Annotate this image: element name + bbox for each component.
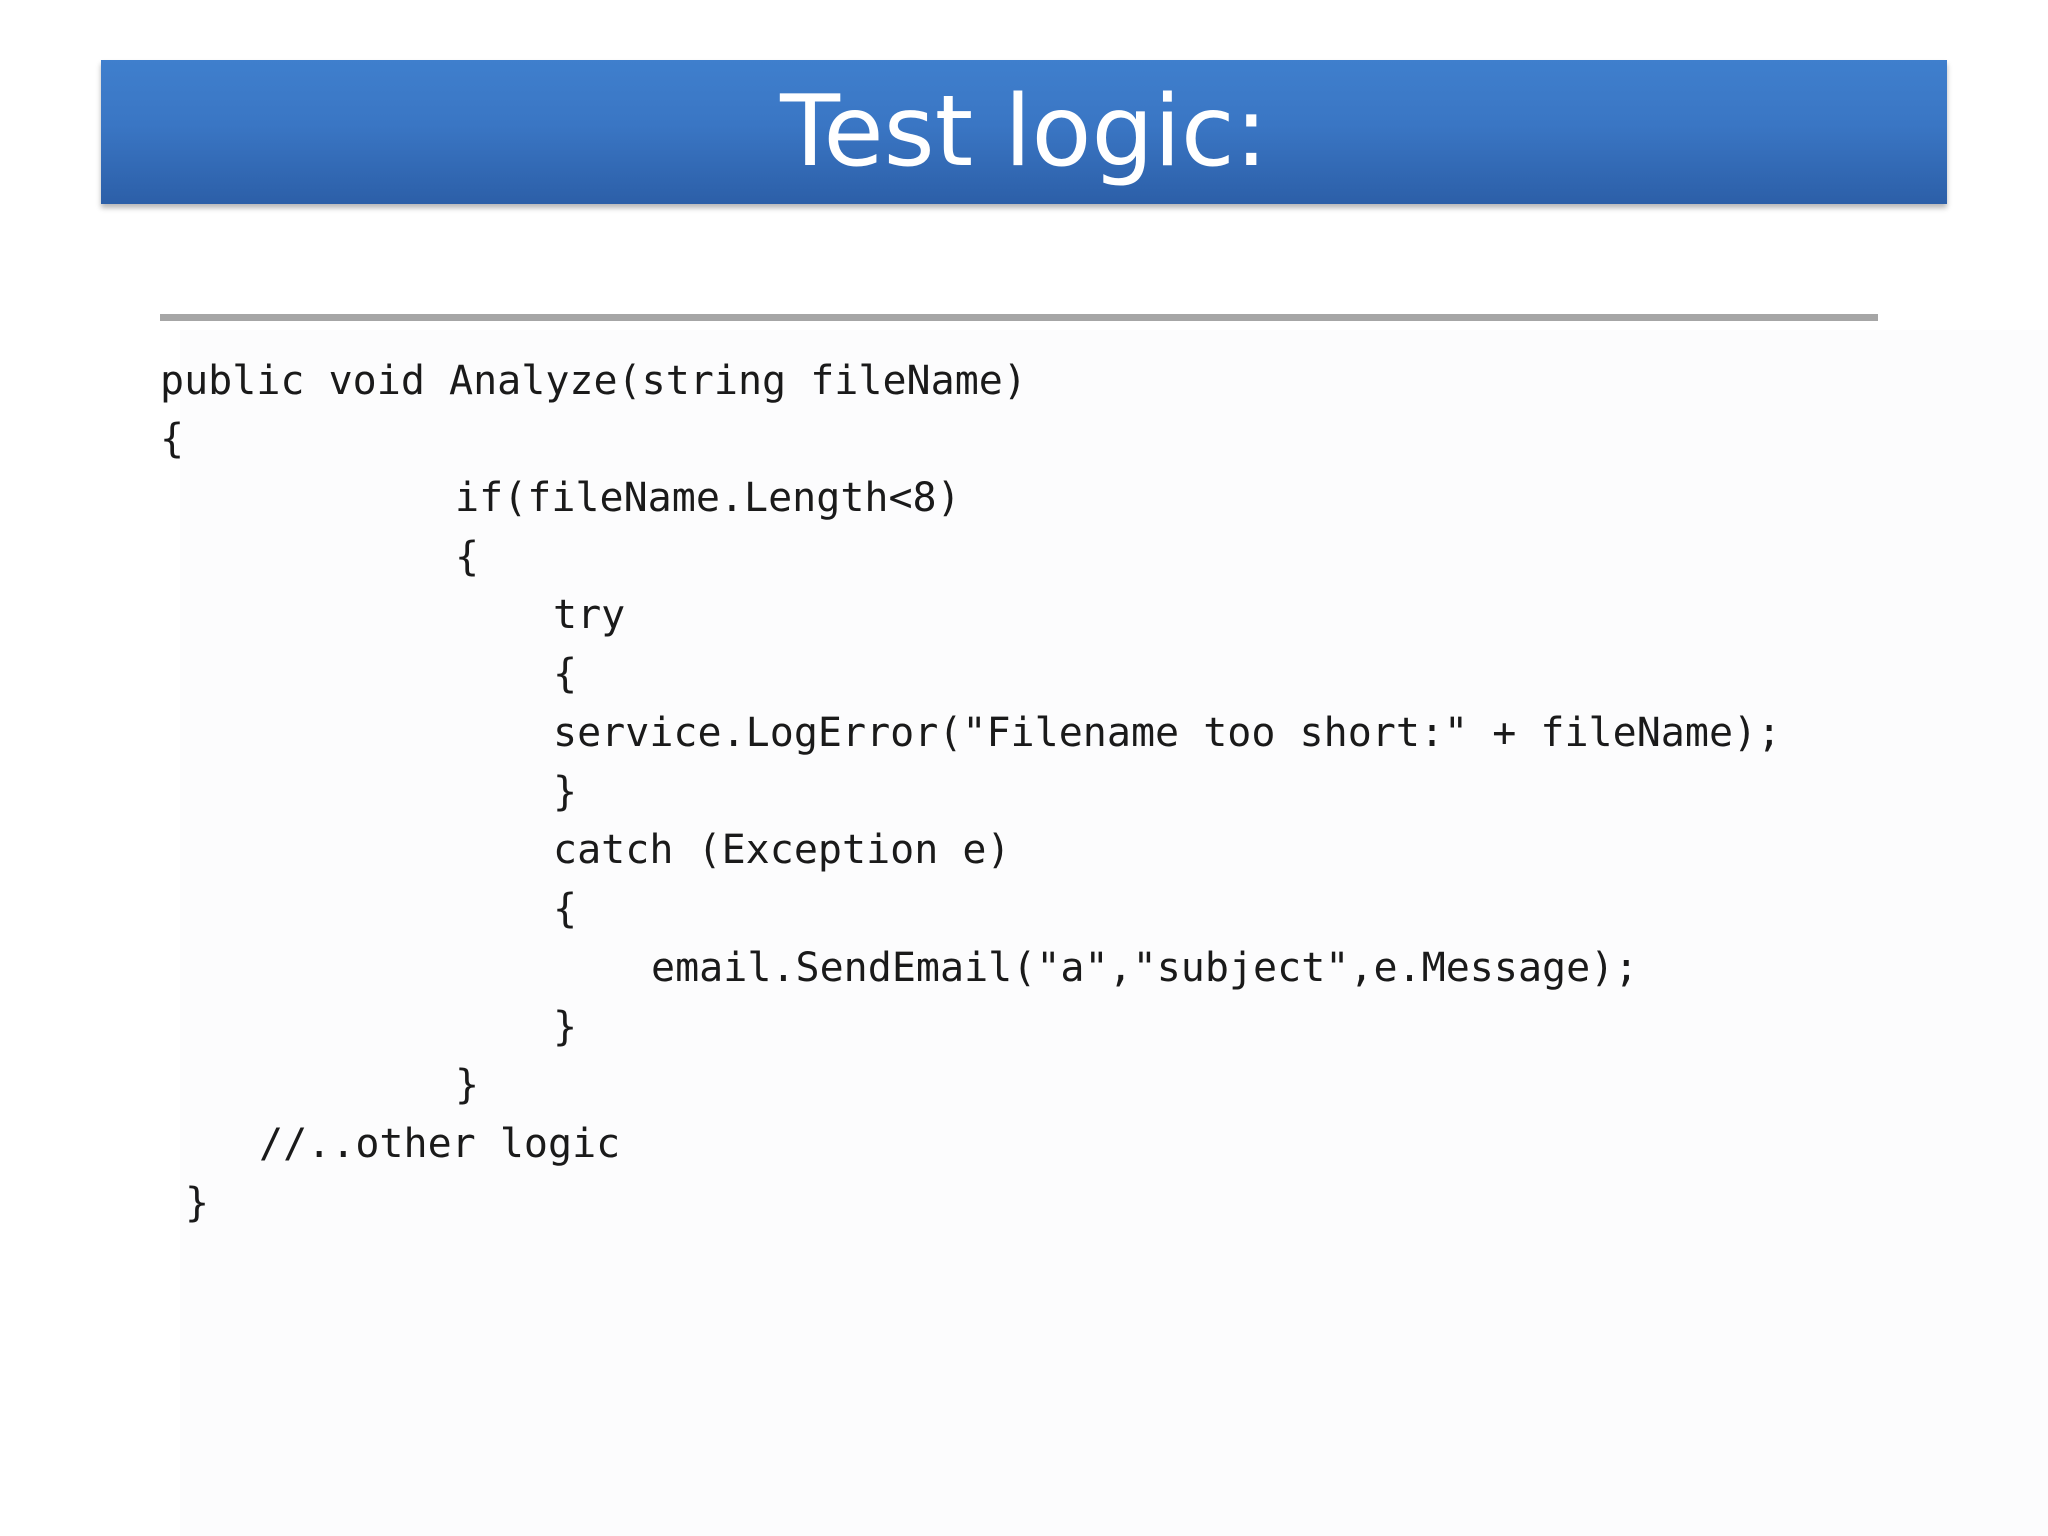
code-line-try-open-brace: { — [553, 651, 578, 697]
code-line-if: if(fileName.Length<8) — [455, 475, 961, 521]
code-line-close-brace: } — [185, 1180, 210, 1226]
code-line-catch-close-brace: } — [553, 1004, 578, 1050]
code-line-try: try — [553, 592, 626, 638]
code-line-log-error: service.LogError("Filename too short:" +… — [553, 710, 1782, 756]
code-line-try-close-brace: } — [553, 769, 578, 815]
content-background — [180, 330, 2048, 1536]
slide-title: Test logic: — [780, 75, 1268, 189]
divider-line — [160, 314, 1878, 321]
code-line-comment: //..other logic — [259, 1121, 621, 1167]
code-line-catch-open-brace: { — [553, 886, 578, 932]
title-bar: Test logic: — [101, 60, 1947, 204]
code-line-if-open-brace: { — [455, 534, 480, 580]
code-line-if-close-brace: } — [455, 1062, 480, 1108]
code-line-signature: public void Analyze(string fileName) — [160, 358, 1027, 404]
code-line-catch: catch (Exception e) — [553, 827, 1011, 873]
code-line-send-email: email.SendEmail("a","subject",e.Message)… — [651, 945, 1639, 991]
code-line-open-brace: { — [160, 416, 185, 462]
